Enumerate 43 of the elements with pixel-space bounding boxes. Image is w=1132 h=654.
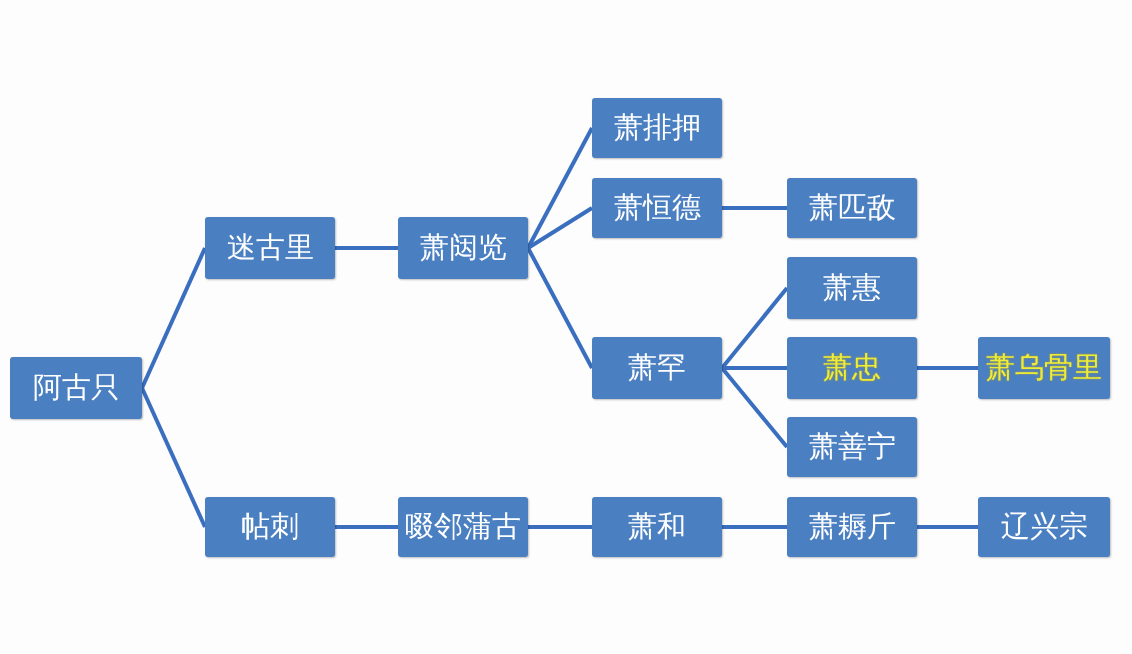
person-box <box>787 178 917 238</box>
person-name: 萧排押 <box>613 109 701 146</box>
connector-line <box>722 206 787 210</box>
person-name: 萧闼览 <box>419 229 507 266</box>
person-box <box>205 217 335 279</box>
connector-line <box>528 525 592 529</box>
connector-line <box>335 525 398 529</box>
person-name: 萧善宁 <box>808 428 896 465</box>
person-name: 辽兴宗 <box>1000 508 1088 545</box>
person-name: 萧匹敌 <box>808 189 896 226</box>
person-name: 萧惠 <box>823 269 881 306</box>
person-box <box>592 497 722 557</box>
connector-line <box>526 247 594 369</box>
person-name: 萧和 <box>628 508 686 545</box>
person-box <box>592 178 722 238</box>
connector-line <box>722 525 787 529</box>
person-box <box>10 357 142 419</box>
person-name: 啜邻蒲古 <box>405 508 521 545</box>
connector-line <box>335 246 398 250</box>
person-name: 阿古只 <box>32 369 120 406</box>
person-box <box>592 337 722 399</box>
person-box <box>787 337 917 399</box>
person-box <box>787 497 917 557</box>
connector-line <box>917 366 978 370</box>
person-box <box>787 417 917 477</box>
connector-line <box>917 525 978 529</box>
person-name: 迷古里 <box>226 229 314 266</box>
person-box <box>398 497 528 557</box>
person-box <box>978 497 1110 557</box>
person-name: 萧忠 <box>823 349 881 386</box>
person-name: 萧乌骨里 <box>986 349 1102 386</box>
person-name: 萧恒德 <box>613 189 701 226</box>
connector-line <box>722 366 787 370</box>
person-name: 帖刺 <box>241 508 299 545</box>
person-name: 萧罕 <box>628 349 686 386</box>
connector-line <box>140 387 207 528</box>
person-box <box>205 497 335 557</box>
person-box <box>592 98 722 158</box>
person-name: 萧耨斤 <box>808 508 896 545</box>
person-box <box>787 257 917 319</box>
person-box <box>978 337 1110 399</box>
person-box <box>398 217 528 279</box>
connector-line <box>140 247 207 389</box>
